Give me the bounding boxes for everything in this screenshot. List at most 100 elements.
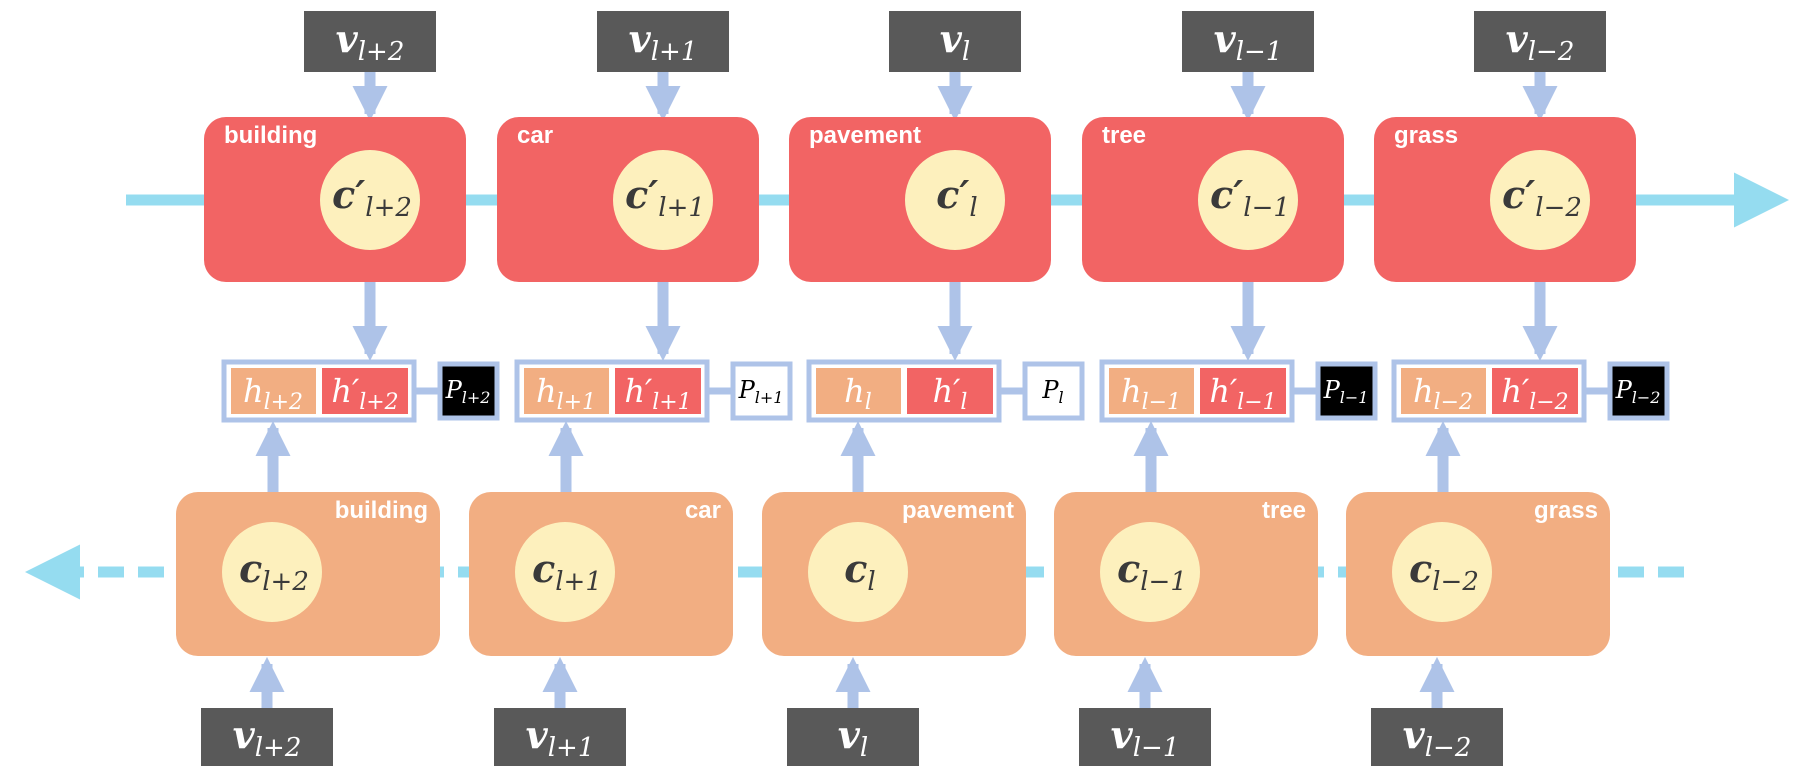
- top-input-label-base: v: [629, 16, 652, 61]
- backward-hidden-cell: [1109, 368, 1194, 414]
- bottom-input-label: vl+1: [526, 712, 595, 763]
- forward-hidden-label-subscript: l: [960, 390, 967, 415]
- forward-state-label-base: c′: [936, 172, 969, 217]
- forward-state-circle: [1198, 150, 1298, 250]
- top-input-box: [1474, 11, 1606, 72]
- prediction-label: Pl: [1041, 376, 1063, 407]
- forward-hidden-label-subscript: l−1: [1237, 390, 1276, 415]
- forward-state-label: c′l: [936, 172, 978, 223]
- prediction-label: Pl−2: [1615, 376, 1661, 407]
- top-input-box: [597, 11, 729, 72]
- prediction-box: [730, 361, 793, 421]
- prediction-box: [1315, 361, 1378, 421]
- backward-state-label: cl−2: [1409, 546, 1479, 597]
- forward-state-label: c′l−2: [1502, 172, 1582, 223]
- bottom-input-label-subscript: l−1: [1133, 733, 1180, 763]
- forward-hidden-cell: [907, 368, 993, 414]
- prediction-label-base: P: [738, 376, 756, 404]
- top-input-label: vl+2: [336, 16, 405, 67]
- backward-hidden-label-base: h: [1121, 372, 1142, 410]
- forward-cell-label: car: [517, 122, 553, 149]
- top-input-label-base: v: [1506, 16, 1529, 61]
- forward-state-circle: [1490, 150, 1590, 250]
- backward-state-label-subscript: l: [867, 567, 875, 597]
- forward-state-label-subscript: l: [969, 193, 977, 223]
- backward-hidden-label: hl−1: [1121, 372, 1181, 415]
- top-input-label: vl: [940, 16, 970, 67]
- forward-state-label: c′l−1: [1210, 172, 1290, 223]
- bottom-input-label-base: v: [526, 712, 549, 757]
- prediction-label-base: P: [1323, 376, 1341, 404]
- prediction-box: [1022, 361, 1085, 421]
- backward-state-label-base: c: [1409, 546, 1432, 591]
- prediction-label-subscript: l−2: [1632, 388, 1661, 407]
- prediction-label-subscript: l: [1059, 388, 1064, 407]
- backward-state-label: cl+2: [239, 546, 309, 597]
- prediction-box: [1607, 361, 1670, 421]
- backward-cell-label: pavement: [902, 497, 1014, 524]
- forward-state-label-subscript: l+1: [658, 193, 705, 223]
- forward-hidden-label-base: h′: [1209, 372, 1238, 410]
- forward-hidden-label: h′l−2: [1501, 372, 1568, 415]
- bottom-input-label-base: v: [1403, 712, 1426, 757]
- forward-hidden-cell: [1492, 368, 1578, 414]
- forward-state-circle: [905, 150, 1005, 250]
- prediction-label-subscript: l−1: [1340, 388, 1369, 407]
- backward-state-circle: [808, 522, 908, 622]
- forward-hidden-label-base: h′: [933, 372, 962, 410]
- backward-hidden-cell: [231, 368, 316, 414]
- backward-state-label-base: c: [239, 546, 262, 591]
- forward-state-label-base: c′: [1502, 172, 1535, 217]
- top-input-label-subscript: l+1: [651, 37, 698, 67]
- bottom-input-box: [787, 708, 919, 766]
- forward-hidden-label-base: h′: [1501, 372, 1530, 410]
- prediction-label: Pl+1: [738, 376, 784, 407]
- top-input-label-base: v: [336, 16, 359, 61]
- bottom-input-box: [201, 708, 333, 766]
- forward-state-label-subscript: l+2: [365, 193, 412, 223]
- top-input-label-subscript: l: [962, 37, 970, 67]
- top-input-label: vl−2: [1506, 16, 1575, 67]
- backward-state-circle: [1100, 522, 1200, 622]
- forward-state-label: c′l+1: [625, 172, 705, 223]
- backward-hidden-label: hl+1: [536, 372, 596, 415]
- backward-state-label-subscript: l−2: [1432, 567, 1479, 597]
- backward-hidden-cell: [524, 368, 609, 414]
- backward-hidden-label-base: h: [243, 372, 264, 410]
- forward-cell-label: grass: [1394, 122, 1458, 149]
- bottom-input-box: [494, 708, 626, 766]
- backward-hidden-label-base: h: [844, 372, 865, 410]
- bottom-input-label-subscript: l+1: [548, 733, 595, 763]
- forward-state-label-subscript: l−1: [1243, 193, 1290, 223]
- prediction-label-base: P: [1041, 376, 1059, 404]
- backward-state-label-base: c: [844, 546, 867, 591]
- top-input-label-subscript: l−2: [1528, 37, 1575, 67]
- prediction-label-base: P: [445, 376, 463, 404]
- forward-hidden-label-subscript: l+2: [359, 390, 398, 415]
- forward-hidden-label: h′l: [933, 372, 968, 415]
- backward-state-label-subscript: l+2: [262, 567, 309, 597]
- bottom-input-box: [1079, 708, 1211, 766]
- backward-cell-label: building: [335, 497, 428, 524]
- backward-hidden-label: hl+2: [243, 372, 303, 415]
- prediction-label-subscript: l+1: [755, 388, 784, 407]
- backward-cell-label: tree: [1262, 497, 1306, 524]
- top-input-box: [304, 11, 436, 72]
- forward-hidden-cell: [615, 368, 701, 414]
- forward-hidden-label-base: h′: [624, 372, 653, 410]
- forward-state-label-base: c′: [1210, 172, 1243, 217]
- prediction-label: Pl−1: [1323, 376, 1369, 407]
- backward-hidden-label: hl: [844, 372, 872, 415]
- backward-cell-label: car: [685, 497, 721, 524]
- forward-state-circle: [613, 150, 713, 250]
- backward-hidden-cell: [816, 368, 901, 414]
- top-input-box: [889, 11, 1021, 72]
- backward-hidden-label-base: h: [1413, 372, 1434, 410]
- backward-state-label-subscript: l+1: [555, 567, 602, 597]
- forward-state-label-base: c′: [625, 172, 658, 217]
